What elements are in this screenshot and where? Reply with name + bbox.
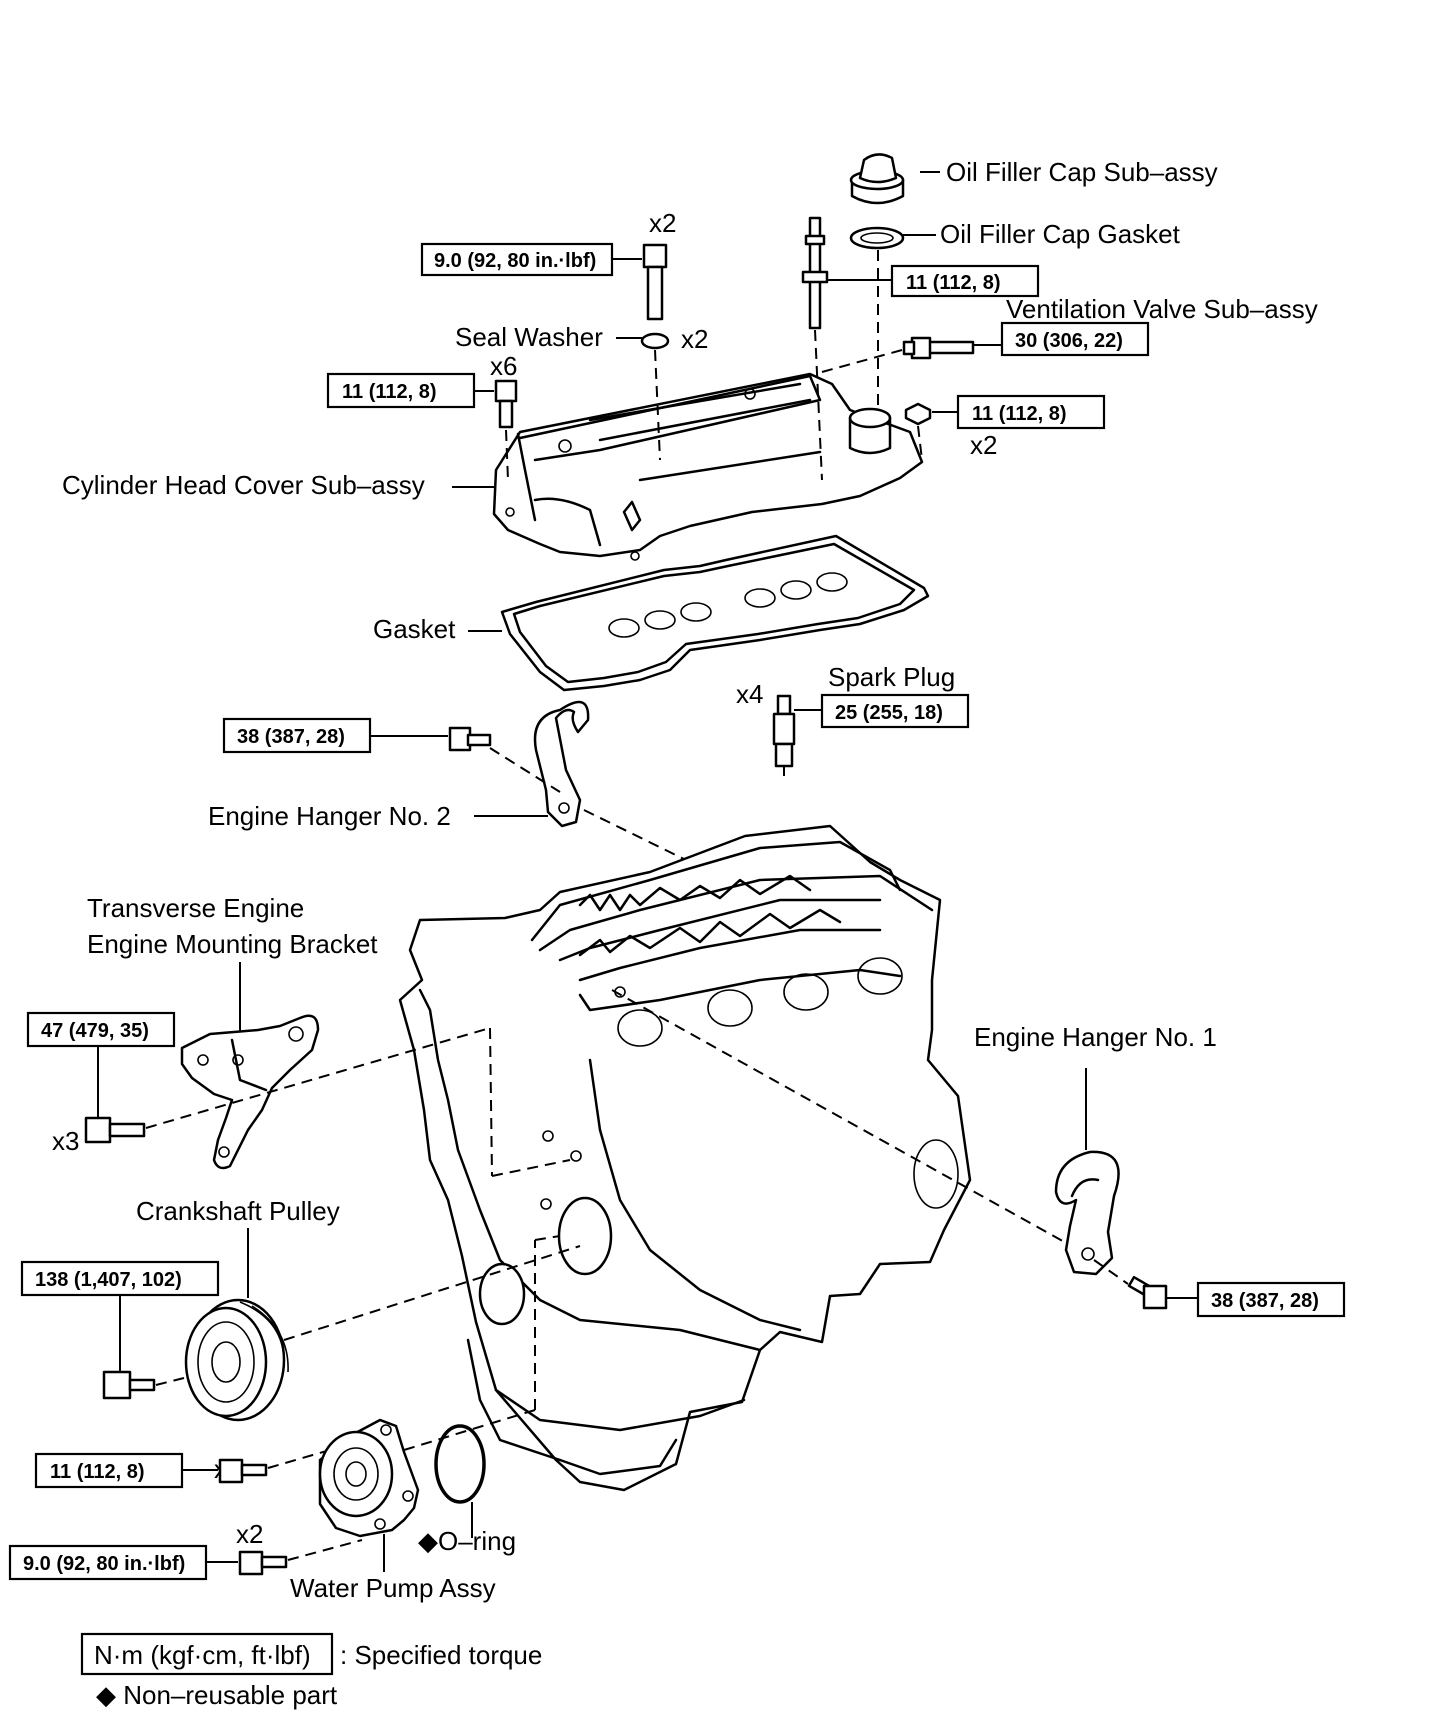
- label-o-ring: ◆O–ring: [418, 1526, 516, 1556]
- crankshaft-pulley: [184, 1298, 289, 1422]
- torque-crank-pulley-bolt: 138 (1,407, 102): [35, 1269, 182, 1291]
- label-spark-plug: Spark Plug: [828, 662, 955, 692]
- label-ventilation-valve: Ventilation Valve Sub–assy: [1006, 294, 1318, 324]
- torque-mount-bracket-bolt: 47 (479, 35): [41, 1020, 149, 1042]
- torque-head-cover-bolt-left: 11 (112, 8): [342, 381, 437, 403]
- torque-box-head-cover-nut: [956, 394, 1106, 430]
- label-oil-filler-cap-gasket: Oil Filler Cap Gasket: [940, 219, 1181, 249]
- label-engine-mounting-bracket: Engine Mounting Bracket: [87, 929, 378, 959]
- legend-non-reusable: ◆ Non–reusable part: [96, 1680, 338, 1710]
- torque-box-head-cover-bolt-top: [420, 242, 614, 277]
- torque-box-mount-bracket-bolt: [26, 1011, 176, 1048]
- label-cylinder-head-cover: Cylinder Head Cover Sub–assy: [62, 470, 425, 500]
- label-crankshaft-pulley: Crankshaft Pulley: [136, 1196, 340, 1226]
- torque-stud: 11 (112, 8): [906, 272, 1001, 294]
- water-pump: [318, 1418, 420, 1538]
- water-pump-bolt: [218, 1458, 268, 1484]
- seal-washer: [640, 332, 670, 350]
- cylinder-head-cover: [492, 372, 924, 561]
- count-head-cover-nut: x2: [970, 430, 997, 460]
- torque-box-head-cover-bolt-left: [326, 372, 476, 409]
- torque-spark-plug: 25 (255, 18): [835, 702, 943, 724]
- engine-hanger-2: [533, 700, 590, 828]
- label-water-pump: Water Pump Assy: [290, 1573, 496, 1603]
- engine-block: [398, 824, 972, 1492]
- torque-box-stud: [890, 264, 1040, 298]
- torque-water-pump-bolt: 11 (112, 8): [50, 1461, 145, 1483]
- legend-unit-text: : Specified torque: [340, 1640, 542, 1670]
- head-cover-bolt-top: [642, 243, 668, 321]
- label-gasket: Gasket: [373, 614, 456, 644]
- legend-unit-box: [80, 1632, 334, 1676]
- torque-box-hanger-2-bolt: [222, 717, 372, 754]
- hanger-2-bolt: [448, 726, 492, 752]
- spark-plug: [772, 694, 796, 776]
- legend-unit-box-text: N·m (kgf·cm, ft·lbf): [94, 1640, 311, 1670]
- torque-hanger-2-bolt: 38 (387, 28): [237, 726, 345, 748]
- stud-bolt: [801, 216, 829, 330]
- head-cover-gasket: [500, 534, 930, 692]
- torque-box-crank-pulley-bolt: [20, 1260, 220, 1297]
- count-water-pump-bolt-small: x2: [236, 1519, 263, 1549]
- count-head-cover-bolt-left: x6: [490, 351, 517, 381]
- head-cover-bolt-left: [494, 379, 518, 429]
- water-pump-bolt-small: [238, 1550, 288, 1576]
- torque-box-ventilation-valve: [1000, 321, 1150, 357]
- torque-box-water-pump-bolt-small: [8, 1544, 208, 1581]
- oil-filler-cap-gasket: [849, 226, 905, 250]
- label-seal-washer: Seal Washer: [455, 322, 603, 352]
- count-head-cover-bolt-top: x2: [649, 208, 676, 238]
- count-spark-plug: x4: [736, 679, 763, 709]
- mount-bracket-bolt: [84, 1116, 146, 1144]
- engine-hanger-1: [1054, 1150, 1120, 1276]
- hanger-1-bolt: [1127, 1275, 1168, 1310]
- torque-water-pump-bolt-small: 9.0 (92, 80 in.·lbf): [23, 1553, 185, 1575]
- label-transverse-engine: Transverse Engine: [87, 893, 304, 923]
- torque-hanger-1-bolt: 38 (387, 28): [1211, 1290, 1319, 1312]
- crank-pulley-bolt: [102, 1370, 156, 1400]
- head-cover-nut: [904, 402, 932, 426]
- oil-filler-cap: [849, 153, 905, 205]
- engine-mounting-bracket: [180, 1014, 320, 1170]
- torque-box-hanger-1-bolt: [1196, 1281, 1346, 1318]
- legend: N·m (kgf·cm, ft·lbf) : Specified torque …: [80, 1632, 542, 1710]
- count-mount-bracket-bolt: x3: [52, 1126, 79, 1156]
- torque-head-cover-bolt-top: 9.0 (92, 80 in.·lbf): [434, 250, 596, 272]
- o-ring: [434, 1424, 486, 1504]
- torque-head-cover-nut: 11 (112, 8): [972, 403, 1067, 425]
- label-oil-filler-cap: Oil Filler Cap Sub–assy: [946, 157, 1218, 187]
- torque-box-spark-plug: [820, 693, 970, 729]
- label-engine-hanger-2: Engine Hanger No. 2: [208, 801, 451, 831]
- torque-box-water-pump-bolt: [34, 1452, 184, 1489]
- count-seal-washer: x2: [681, 324, 708, 354]
- label-engine-hanger-1: Engine Hanger No. 1: [974, 1022, 1217, 1052]
- torque-ventilation-valve: 30 (306, 22): [1015, 330, 1123, 352]
- ventilation-valve: [902, 336, 975, 360]
